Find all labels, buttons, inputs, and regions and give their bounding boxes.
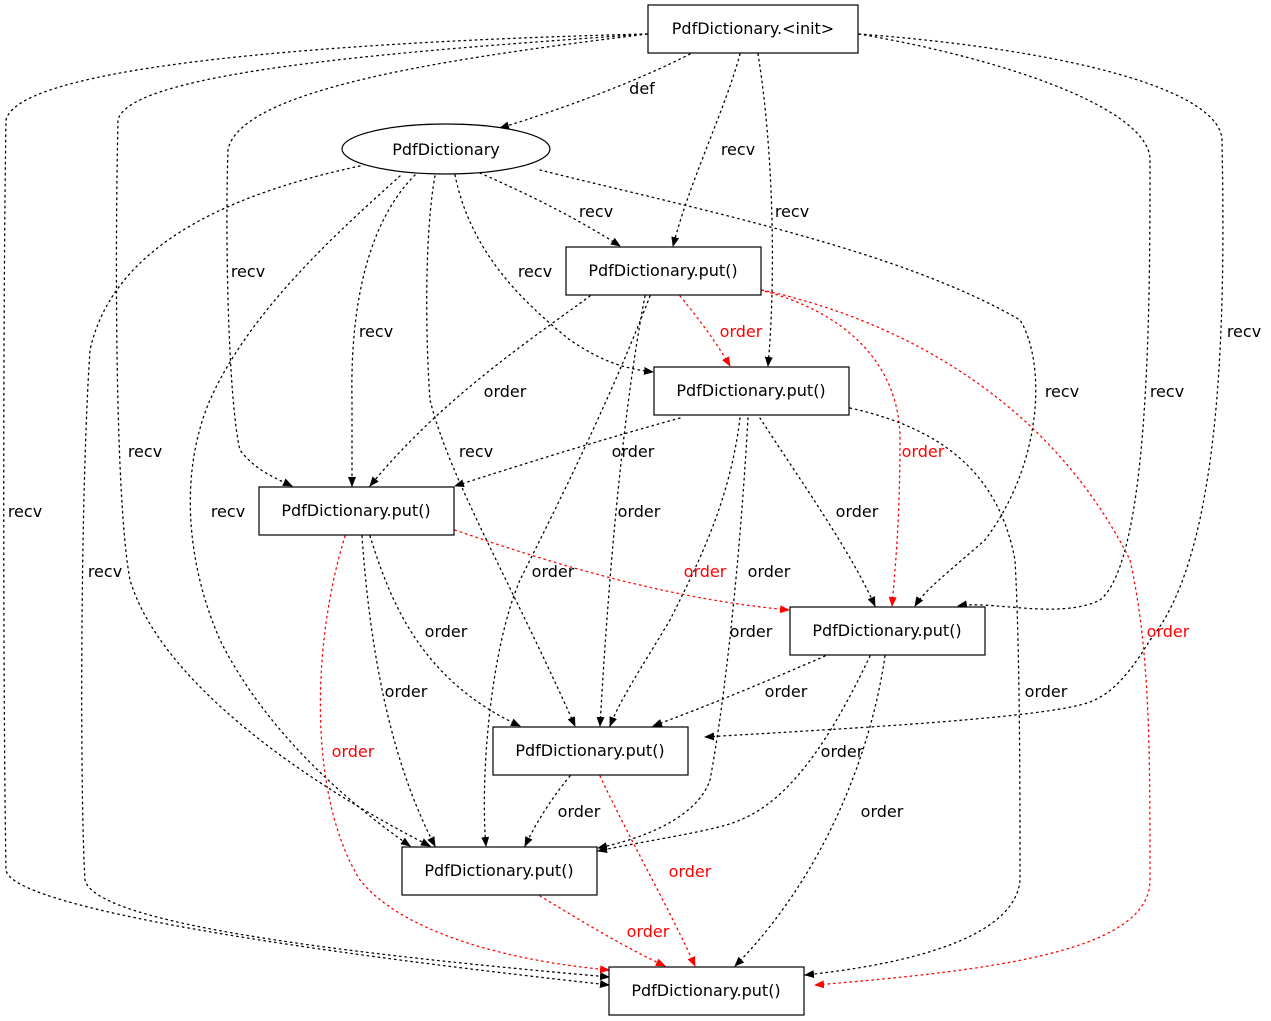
node-put-1-label: PdfDictionary.put() <box>588 261 737 280</box>
edge-init-to-p3 <box>226 33 648 487</box>
node-put-7[interactable]: PdfDictionary.put() <box>608 966 805 1016</box>
edge-p6-to-p7 <box>539 895 666 967</box>
node-put-3[interactable]: PdfDictionary.put() <box>258 486 455 536</box>
edge-p2-to-p3 <box>454 417 681 488</box>
edge-label-init-to-p3: recv <box>231 262 265 281</box>
edge-label-p1-to-p2: order <box>720 322 763 341</box>
edge-labels-layer: def recv recv recv recv recv recv recv recv recv r… <box>8 79 1261 941</box>
edge-p2-to-p7 <box>804 407 1021 979</box>
edge-label-obj-to-p2: recv <box>1045 382 1079 401</box>
edge-init-to-p2 <box>757 53 774 367</box>
edge-label-init-to-p7: recv <box>1150 382 1184 401</box>
node-put-4[interactable]: PdfDictionary.put() <box>789 606 986 656</box>
edge-init-to-obj <box>499 53 691 130</box>
edge-label-p2-to-p5: order <box>748 562 791 581</box>
edge-p5-to-p6 <box>524 775 571 847</box>
edge-init-to-p5 <box>115 33 648 847</box>
edge-p5-to-p7 <box>599 775 696 967</box>
edge-label-p4-to-p6: order <box>821 742 864 761</box>
node-put-5[interactable]: PdfDictionary.put() <box>492 726 689 776</box>
node-put-4-label: PdfDictionary.put() <box>812 621 961 640</box>
edge-label-p1-to-p3: order <box>484 382 527 401</box>
edge-label-p6-to-p7: order <box>627 922 670 941</box>
edges-layer <box>3 33 1224 989</box>
edge-label-p5-to-p6: order <box>558 802 601 821</box>
edge-p1-to-p4 <box>759 289 901 607</box>
edge-label-obj-to-p1: recv <box>579 202 613 221</box>
edge-label-p3-to-p6: order <box>385 682 428 701</box>
edge-label-obj-to-p6: recv <box>211 502 245 521</box>
edge-label-p2-to-p6: order <box>730 622 773 641</box>
edge-obj-to-p4 <box>348 174 416 487</box>
node-put-2[interactable]: PdfDictionary.put() <box>653 366 850 416</box>
edge-label-p2-to-p7: order <box>1025 682 1068 701</box>
edge-p1-to-p2 <box>679 295 731 367</box>
edge-label-p5-to-p7: order <box>669 862 712 881</box>
edge-label-p1-to-p7: order <box>1147 622 1190 641</box>
edge-p2-to-p6 <box>597 417 749 851</box>
edge-p1-to-p7 <box>761 289 1151 989</box>
edge-label-p3-to-p5: order <box>425 622 468 641</box>
edge-p1-to-p3 <box>369 295 591 487</box>
edge-label-init-to-obj: def <box>629 79 655 98</box>
edge-p3-to-p4 <box>454 529 790 614</box>
edge-obj-to-p2 <box>539 169 1037 607</box>
edge-obj-to-p7 <box>81 165 610 981</box>
edge-p2-to-p4 <box>759 417 876 607</box>
edge-obj-to-p3 <box>454 174 654 375</box>
edge-label-p3-to-p4: order <box>684 562 727 581</box>
edge-obj-to-p6 <box>189 175 411 847</box>
edge-obj-to-p5 <box>426 175 576 727</box>
edge-p4-to-p5 <box>652 655 826 727</box>
node-put-7-label: PdfDictionary.put() <box>631 981 780 1000</box>
edge-label-p3-to-p7: order <box>332 742 375 761</box>
edge-label-obj-to-p3: recv <box>518 262 552 281</box>
edge-label-init-to-p4: recv <box>1227 322 1261 341</box>
edge-label-obj-to-p5: recv <box>459 442 493 461</box>
edge-label-p1-to-p4: order <box>902 442 945 461</box>
edge-p1-to-p6 <box>481 295 651 847</box>
edge-p3-to-p5 <box>369 535 521 727</box>
node-put-1[interactable]: PdfDictionary.put() <box>565 246 762 296</box>
nodes-layer: PdfDictionary.<init> PdfDictionary PdfDi… <box>258 4 986 1016</box>
edge-label-p2-to-p3: order <box>612 442 655 461</box>
node-init-label: PdfDictionary.<init> <box>672 19 834 38</box>
edge-label-init-to-p2: recv <box>775 202 809 221</box>
node-put-2-label: PdfDictionary.put() <box>676 381 825 400</box>
node-put-6[interactable]: PdfDictionary.put() <box>401 846 598 896</box>
node-put-3-label: PdfDictionary.put() <box>281 501 430 520</box>
edge-p4-to-p7 <box>734 655 886 967</box>
edge-init-to-p7 <box>704 33 1224 741</box>
edge-p2-to-p5 <box>609 417 741 727</box>
node-pdfdictionary[interactable]: PdfDictionary <box>341 123 551 175</box>
edge-label-obj-to-p7: recv <box>88 562 122 581</box>
edge-label-p4-to-p5: order <box>765 682 808 701</box>
edge-label-init-to-p5: recv <box>128 442 162 461</box>
node-put-6-label: PdfDictionary.put() <box>424 861 573 880</box>
node-pdfdictionary-label: PdfDictionary <box>392 140 500 159</box>
edge-label-p1-to-p6: order <box>532 562 575 581</box>
edge-label-obj-to-p4: recv <box>359 322 393 341</box>
edge-init-to-p6 <box>3 33 648 988</box>
edge-init-to-p4 <box>858 33 1151 610</box>
edge-label-init-to-p6: recv <box>8 502 42 521</box>
edge-label-p2-to-p4: order <box>836 502 879 521</box>
edge-p1-to-p5 <box>596 295 646 727</box>
node-init[interactable]: PdfDictionary.<init> <box>647 4 859 54</box>
edge-p4-to-p6 <box>597 655 871 854</box>
edge-init-to-p1 <box>671 53 741 247</box>
edge-label-p1-to-p5: order <box>618 502 661 521</box>
edge-label-init-to-p1: recv <box>721 140 755 159</box>
edge-p3-to-p6 <box>361 535 436 847</box>
edge-label-p4-to-p7: order <box>861 802 904 821</box>
node-put-5-label: PdfDictionary.put() <box>515 741 664 760</box>
